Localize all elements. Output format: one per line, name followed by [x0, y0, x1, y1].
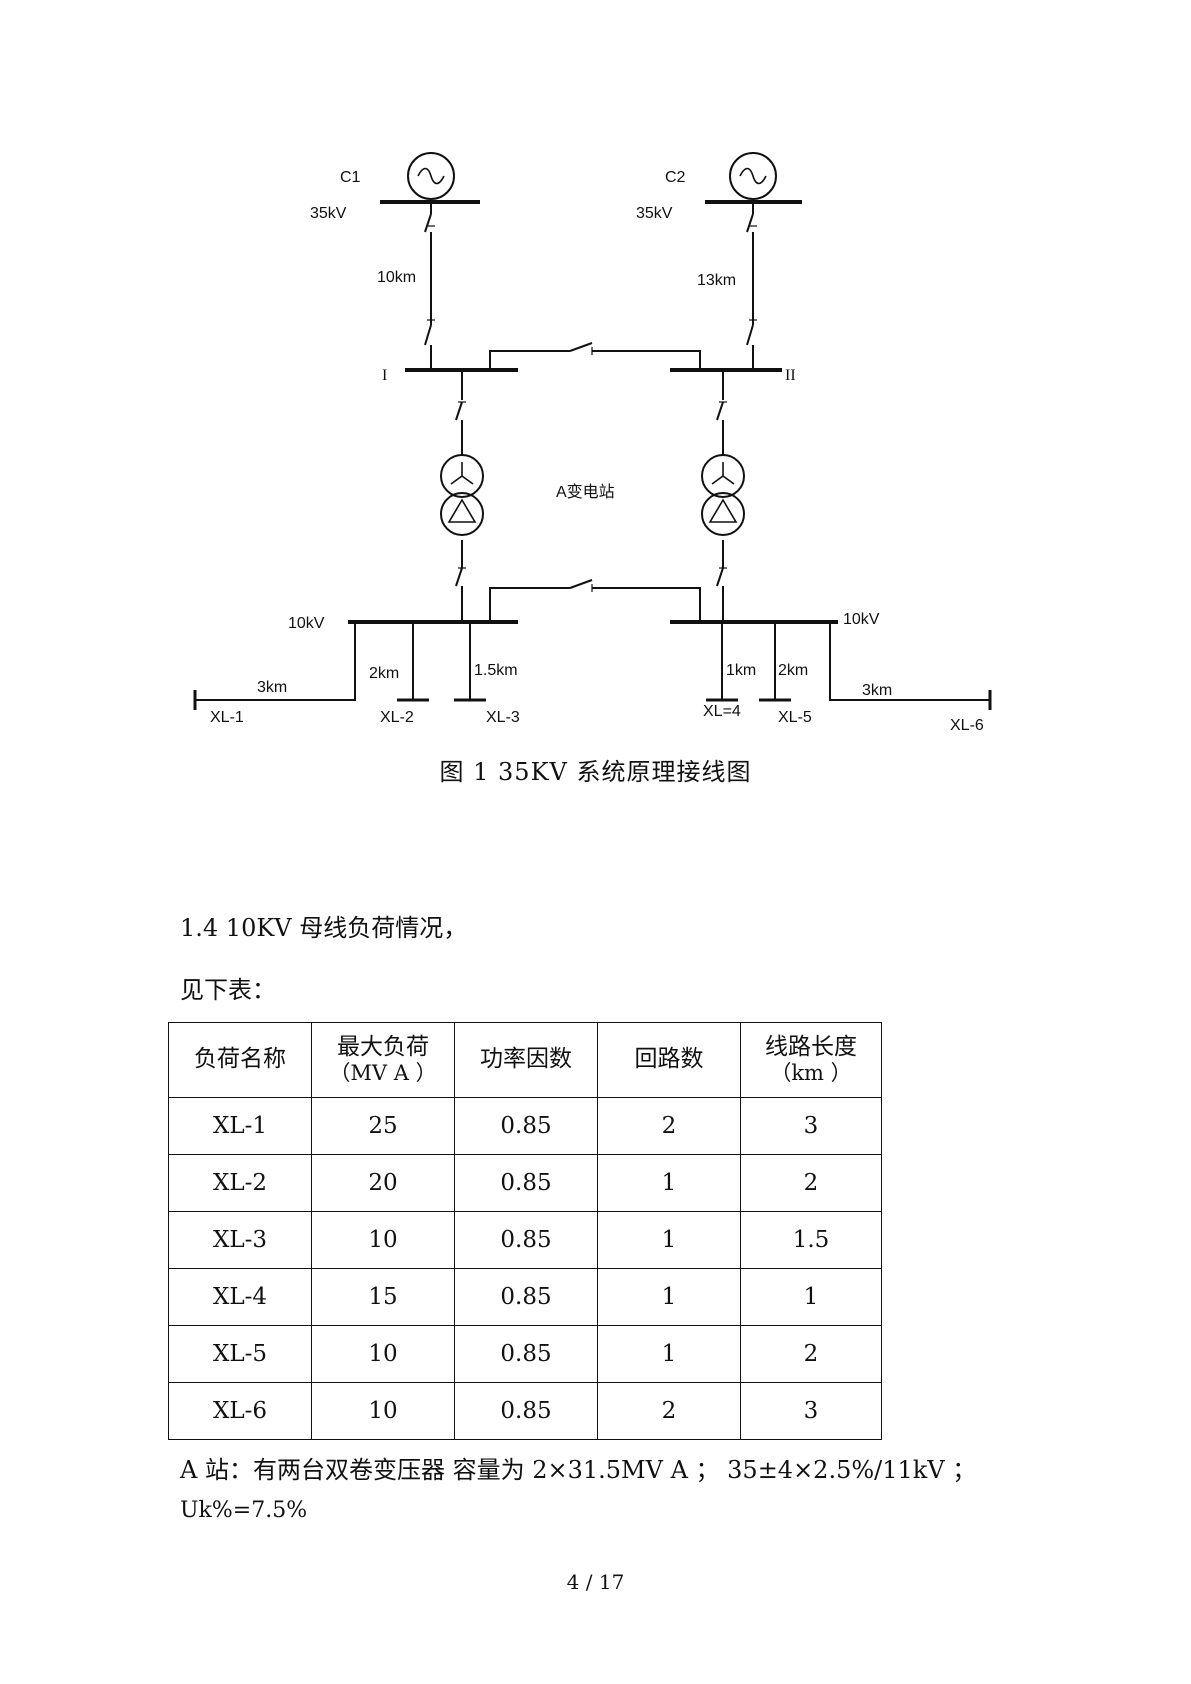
section-heading: 1.4 10KV 母线负荷情况， — [180, 914, 468, 942]
label-xl5: XL-5 — [778, 709, 812, 726]
label-c1: C1 — [340, 169, 361, 186]
generator-c2-icon — [729, 152, 777, 200]
label-c2: C2 — [665, 169, 686, 186]
label-length-right: 13km — [697, 272, 736, 289]
label-length-xl2: 2km — [369, 665, 399, 682]
label-length-xl1: 3km — [257, 679, 287, 696]
table-cell: 2 — [740, 1325, 882, 1383]
table-cell: XL-3 — [168, 1211, 312, 1269]
label-length-left: 10km — [377, 269, 416, 286]
bus-tie-10kv — [489, 579, 701, 622]
table-cell: 1 — [597, 1325, 741, 1383]
bus-tie-35kv — [489, 342, 701, 370]
table-cell: 1 — [597, 1268, 741, 1326]
table-cell: 0.85 — [454, 1268, 598, 1326]
table-cell: 1.5 — [740, 1211, 882, 1269]
label-10kv-left: 10kV — [288, 615, 325, 632]
table-row: XL-4 15 0.85 1 1 — [168, 1268, 882, 1326]
station-note: A 站：有两台双卷变压器 容量为 2×31.5MV A ； 35±4×2.5%/… — [180, 1456, 977, 1484]
header-max-load: 最大负荷（MV A ） — [311, 1022, 455, 1098]
table-cell: 3 — [740, 1097, 882, 1155]
label-length-xl6: 3km — [862, 682, 892, 699]
table-cell: 20 — [311, 1154, 455, 1212]
table-header-row: 负荷名称 最大负荷（MV A ） 功率因数 回路数 线路长度（km ） — [168, 1022, 882, 1098]
label-station: A变电站 — [556, 483, 615, 501]
intro-text: 见下表： — [180, 976, 276, 1004]
label-bus-i: I — [382, 367, 387, 384]
table-cell: 0.85 — [454, 1154, 598, 1212]
generator-c1-icon — [407, 152, 455, 200]
header-power-factor: 功率因数 — [454, 1022, 598, 1098]
table-row: XL-3 10 0.85 1 1.5 — [168, 1211, 882, 1269]
table-cell: 0.85 — [454, 1382, 598, 1440]
label-xl4: XL=4 — [703, 703, 741, 720]
header-line-length: 线路长度（km ） — [740, 1022, 882, 1098]
label-xl3: XL-3 — [486, 709, 520, 726]
label-bus-ii: II — [785, 367, 796, 384]
table-cell: 0.85 — [454, 1325, 598, 1383]
table-row: XL-2 20 0.85 1 2 — [168, 1154, 882, 1212]
transformer-left-icon — [440, 454, 484, 536]
table-cell: 1 — [597, 1154, 741, 1212]
table-row: XL-5 10 0.85 1 2 — [168, 1325, 882, 1383]
table-cell: 2 — [597, 1382, 741, 1440]
table-cell: XL-1 — [168, 1097, 312, 1155]
table-cell: XL-4 — [168, 1268, 312, 1326]
figure-caption: 图 1 35KV 系统原理接线图 — [439, 758, 752, 786]
load-table: 负荷名称 最大负荷（MV A ） 功率因数 回路数 线路长度（km ） XL-1… — [168, 1022, 882, 1440]
table-cell: 1 — [740, 1268, 882, 1326]
line-c2-bus2 — [746, 202, 757, 370]
table-cell: XL-6 — [168, 1382, 312, 1440]
table-cell: 0.85 — [454, 1211, 598, 1269]
label-xl2: XL-2 — [380, 709, 414, 726]
table-row: XL-1 25 0.85 2 3 — [168, 1097, 882, 1155]
transformer-branch-left — [455, 370, 466, 622]
table-cell: 10 — [311, 1382, 455, 1440]
table-row: XL-6 10 0.85 2 3 — [168, 1382, 882, 1440]
label-length-xl3: 1.5km — [474, 662, 518, 679]
feeder-xl6 — [829, 622, 990, 701]
table-cell: XL-2 — [168, 1154, 312, 1212]
table-cell: XL-5 — [168, 1325, 312, 1383]
table-cell: 3 — [740, 1382, 882, 1440]
header-load-name: 负荷名称 — [168, 1022, 312, 1098]
label-length-xl5: 2km — [778, 662, 808, 679]
table-cell: 1 — [597, 1211, 741, 1269]
label-35kv-left: 35kV — [310, 205, 347, 222]
impedance-note: Uk%=7.5% — [180, 1498, 308, 1523]
system-wiring-diagram: C1 C2 35kV 35kV 10km 13km I II A变电站 10kV… — [193, 152, 992, 734]
table-cell: 2 — [597, 1097, 741, 1155]
feeder-xl1 — [195, 622, 356, 701]
table-cell: 25 — [311, 1097, 455, 1155]
header-circuits: 回路数 — [597, 1022, 741, 1098]
label-35kv-right: 35kV — [636, 205, 673, 222]
label-length-xl4: 1km — [726, 662, 756, 679]
table-cell: 2 — [740, 1154, 882, 1212]
line-c1-bus1 — [424, 202, 435, 370]
table-cell: 10 — [311, 1211, 455, 1269]
table-cell: 10 — [311, 1325, 455, 1383]
table-cell: 0.85 — [454, 1097, 598, 1155]
label-xl6: XL-6 — [950, 717, 984, 734]
label-xl1: XL-1 — [210, 709, 244, 726]
transformer-right-icon — [701, 454, 745, 536]
label-10kv-right: 10kV — [843, 611, 880, 628]
table-cell: 15 — [311, 1268, 455, 1326]
page-number: 4 / 17 — [566, 1570, 625, 1594]
transformer-branch-right — [716, 370, 727, 622]
